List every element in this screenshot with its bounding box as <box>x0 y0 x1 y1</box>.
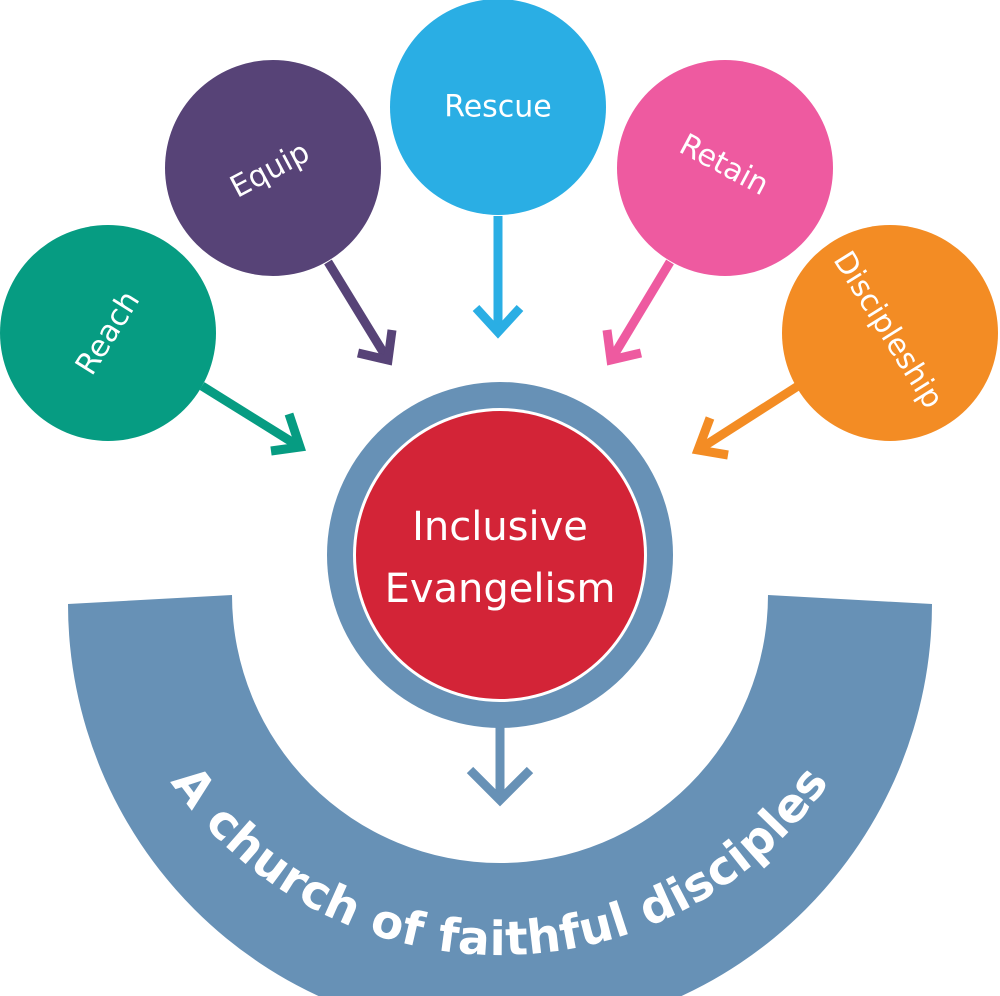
retain-circle <box>617 60 833 276</box>
bubble-equip: Equip <box>165 60 381 276</box>
bubble-reach: Reach <box>0 225 216 441</box>
center-label-line1: Inclusive <box>412 504 588 550</box>
bubble-retain: Retain <box>617 60 833 276</box>
center-node: Inclusive Evangelism <box>327 382 673 728</box>
center-fill <box>356 411 644 699</box>
center-label-line2: Evangelism <box>385 566 616 612</box>
arrow-retain <box>602 259 674 366</box>
discipleship-circle <box>782 225 998 441</box>
equip-circle <box>165 60 381 276</box>
rescue-circle <box>390 0 606 215</box>
reach-circle <box>0 225 216 441</box>
arrow-discipleship <box>691 382 801 460</box>
rescue-label: Rescue <box>444 90 552 125</box>
bubble-discipleship: Discipleship <box>782 225 998 441</box>
arrow-equip <box>324 259 397 366</box>
arrow-rescue <box>472 216 524 339</box>
outcome-arc-band <box>68 595 932 996</box>
arrow-reach <box>199 382 306 456</box>
bubble-rescue: Rescue <box>390 0 606 215</box>
